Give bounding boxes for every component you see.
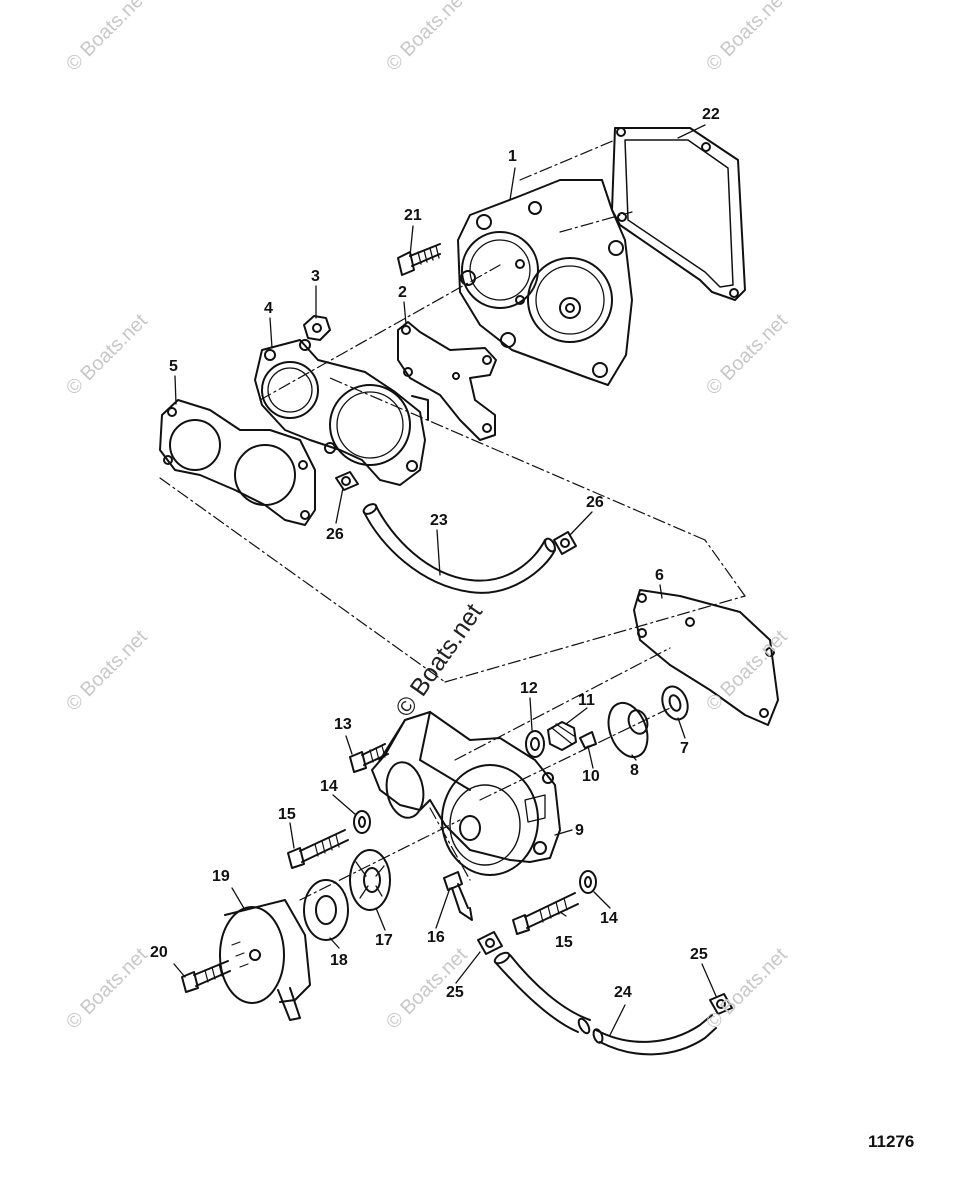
leader-lines — [173, 124, 717, 1036]
callout-2: 2 — [398, 284, 407, 301]
part-3-nut — [303, 315, 331, 341]
callout-26b: 26 — [586, 494, 604, 511]
part-18-washer — [303, 879, 349, 941]
part-5-gasket — [159, 399, 316, 526]
part-22-gasket — [611, 127, 746, 301]
part-8-diaphragm — [607, 701, 649, 759]
callout-12: 12 — [520, 680, 538, 697]
part-21-bolt — [397, 243, 441, 276]
callout-14a: 14 — [320, 778, 338, 795]
callout-9: 9 — [575, 822, 584, 839]
callout-1: 1 — [508, 148, 517, 165]
callout-26a: 26 — [326, 526, 344, 543]
callout-13: 13 — [334, 716, 352, 733]
part-12-ring — [525, 730, 545, 758]
callout-8: 8 — [630, 762, 639, 779]
callout-19: 19 — [212, 868, 230, 885]
callout-17: 17 — [375, 932, 393, 949]
part-16-fitting — [443, 871, 473, 921]
callout-21: 21 — [404, 207, 422, 224]
part-10-screw — [579, 731, 597, 749]
callout-18: 18 — [330, 952, 348, 969]
alignment-lines — [159, 139, 746, 901]
part-24-hose — [493, 951, 717, 1056]
part-9-pump-body — [371, 711, 561, 876]
callout-22: 22 — [702, 106, 720, 123]
callout-15a: 15 — [278, 806, 296, 823]
part-6-gasket — [633, 589, 779, 726]
callout-25b: 25 — [690, 946, 708, 963]
part-15-bolts — [287, 829, 579, 935]
callout-16: 16 — [427, 929, 445, 946]
part-14-washers — [353, 810, 597, 894]
callout-4: 4 — [264, 300, 273, 317]
part-17-plate — [349, 849, 391, 911]
callout-15b: 15 — [555, 934, 573, 951]
part-13-bolt — [349, 743, 389, 773]
callout-10: 10 — [582, 768, 600, 785]
part-26-clamps — [335, 471, 577, 555]
callout-25a: 25 — [446, 984, 464, 1001]
part-23-hose — [362, 503, 556, 594]
part-11-fitting — [547, 721, 577, 751]
part-25-clamps — [477, 931, 733, 1015]
part-1-pump-housing — [457, 179, 633, 386]
callout-24: 24 — [614, 984, 632, 1001]
part-20-screw — [181, 960, 231, 993]
part-2-bracket — [397, 321, 497, 441]
callout-20: 20 — [150, 944, 168, 961]
part-19-cover — [219, 899, 311, 1021]
callout-14b: 14 — [600, 910, 618, 927]
callout-7: 7 — [680, 740, 689, 757]
callout-3: 3 — [311, 268, 320, 285]
callout-23: 23 — [430, 512, 448, 529]
callout-5: 5 — [169, 358, 178, 375]
diagram-number: 11276 — [868, 1132, 915, 1151]
callout-6: 6 — [655, 567, 664, 584]
part-7-washer — [661, 685, 689, 721]
callout-11: 11 — [578, 692, 595, 709]
part-4-cover — [254, 339, 429, 486]
